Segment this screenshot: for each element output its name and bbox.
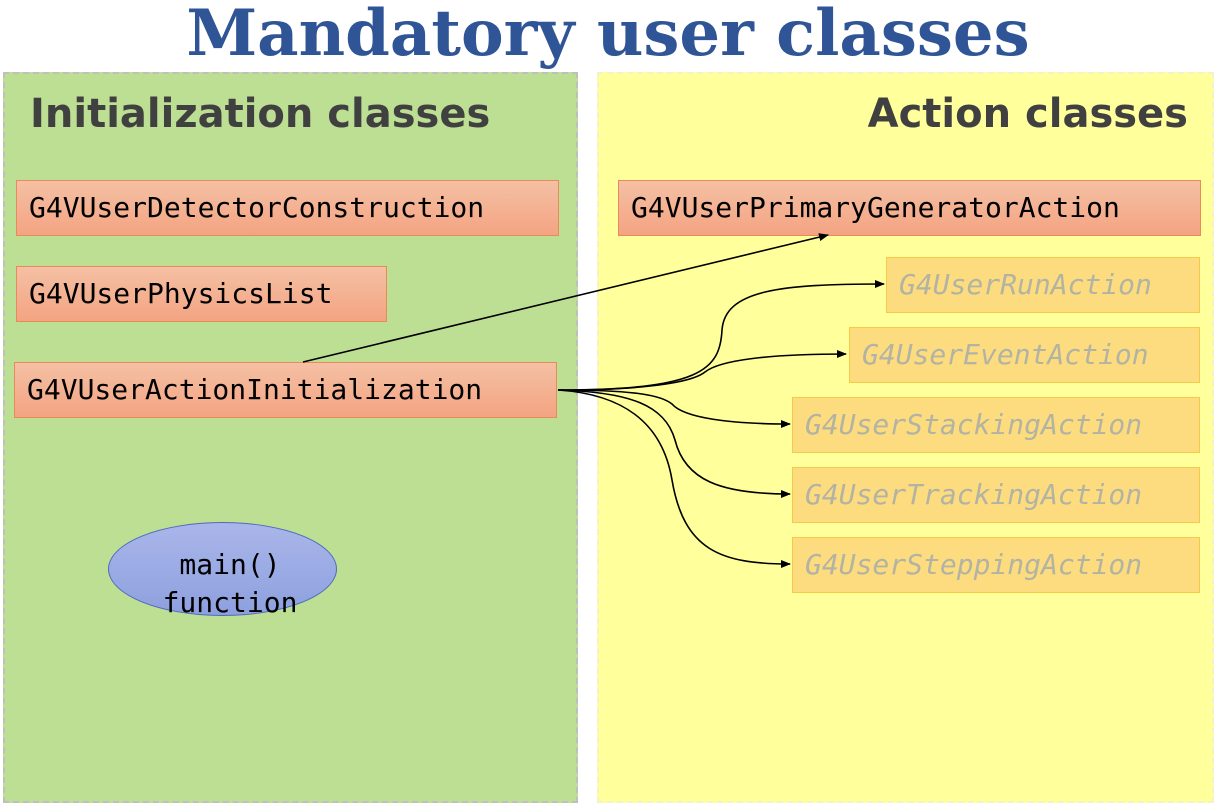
action-heading: Action classes — [867, 91, 1188, 137]
arrow-to-primary-generator — [302, 233, 829, 363]
class-action-initialization: G4VUserActionInitialization — [14, 362, 557, 418]
arrow-to-run-action — [557, 280, 885, 391]
class-primary-generator-action: G4VUserPrimaryGeneratorAction — [618, 180, 1201, 236]
arrow-to-event-action — [557, 350, 847, 391]
main-function-label: main() function — [140, 546, 320, 622]
class-physics-list: G4VUserPhysicsList — [16, 266, 387, 322]
class-detector-construction: G4VUserDetectorConstruction — [16, 180, 559, 236]
class-run-action: G4UserRunAction — [886, 257, 1200, 313]
main-function-ellipse — [108, 522, 337, 616]
arrow-to-tracking-action — [557, 389, 791, 498]
main-function-line2: function — [162, 586, 298, 619]
main-function-line1: main() — [179, 548, 281, 581]
class-stacking-action: G4UserStackingAction — [792, 397, 1200, 453]
arrow-to-stacking-action — [557, 389, 791, 428]
arrow-to-stepping-action — [557, 389, 791, 568]
initialization-heading: Initialization classes — [30, 91, 491, 137]
class-tracking-action: G4UserTrackingAction — [792, 467, 1200, 523]
class-event-action: G4UserEventAction — [849, 327, 1200, 383]
class-stepping-action: G4UserSteppingAction — [792, 537, 1200, 593]
page-title: Mandatory user classes — [186, 0, 1030, 71]
